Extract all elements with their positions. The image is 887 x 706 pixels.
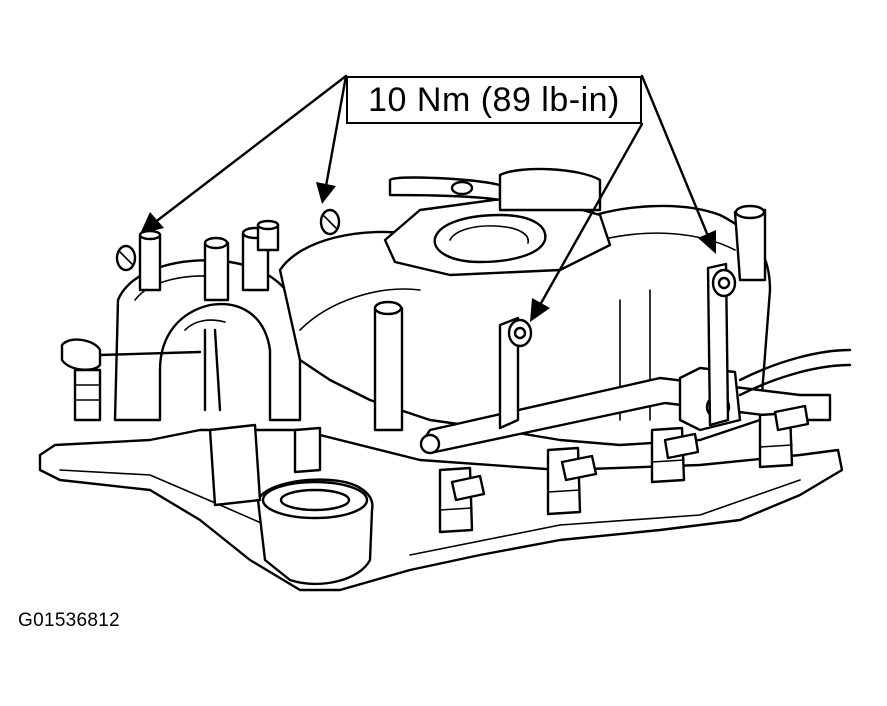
bolt-fuel-rail-right-icon bbox=[711, 268, 737, 298]
throttle-body-flange bbox=[383, 193, 612, 277]
bolt-left-icon bbox=[115, 244, 137, 272]
left-runner-arch bbox=[113, 259, 302, 422]
fuel-rail-brackets bbox=[498, 262, 730, 430]
mounting-posts bbox=[138, 219, 404, 432]
left-vacuum-tubes bbox=[60, 338, 202, 422]
bolt-rear-left-icon bbox=[319, 208, 341, 236]
figure-id-label: G01536812 bbox=[18, 610, 121, 631]
torque-specification-label: 10 Nm (89 lb-in) bbox=[368, 80, 620, 119]
torque-specification-callout: 10 Nm (89 lb-in) bbox=[346, 76, 642, 124]
fuel-injector-4 bbox=[758, 404, 810, 469]
fuel-injectors bbox=[438, 404, 810, 534]
upper-rear-tubes bbox=[388, 167, 767, 282]
manifold-bolts bbox=[115, 208, 737, 348]
bolt-fuel-rail-left-icon bbox=[507, 318, 533, 348]
fuel-injector-3 bbox=[650, 426, 700, 484]
fuel-injector-2 bbox=[546, 446, 598, 516]
coolant-outlet bbox=[208, 423, 374, 586]
torque-leader-arrows bbox=[140, 74, 716, 322]
fuel-injector-1 bbox=[438, 466, 486, 534]
